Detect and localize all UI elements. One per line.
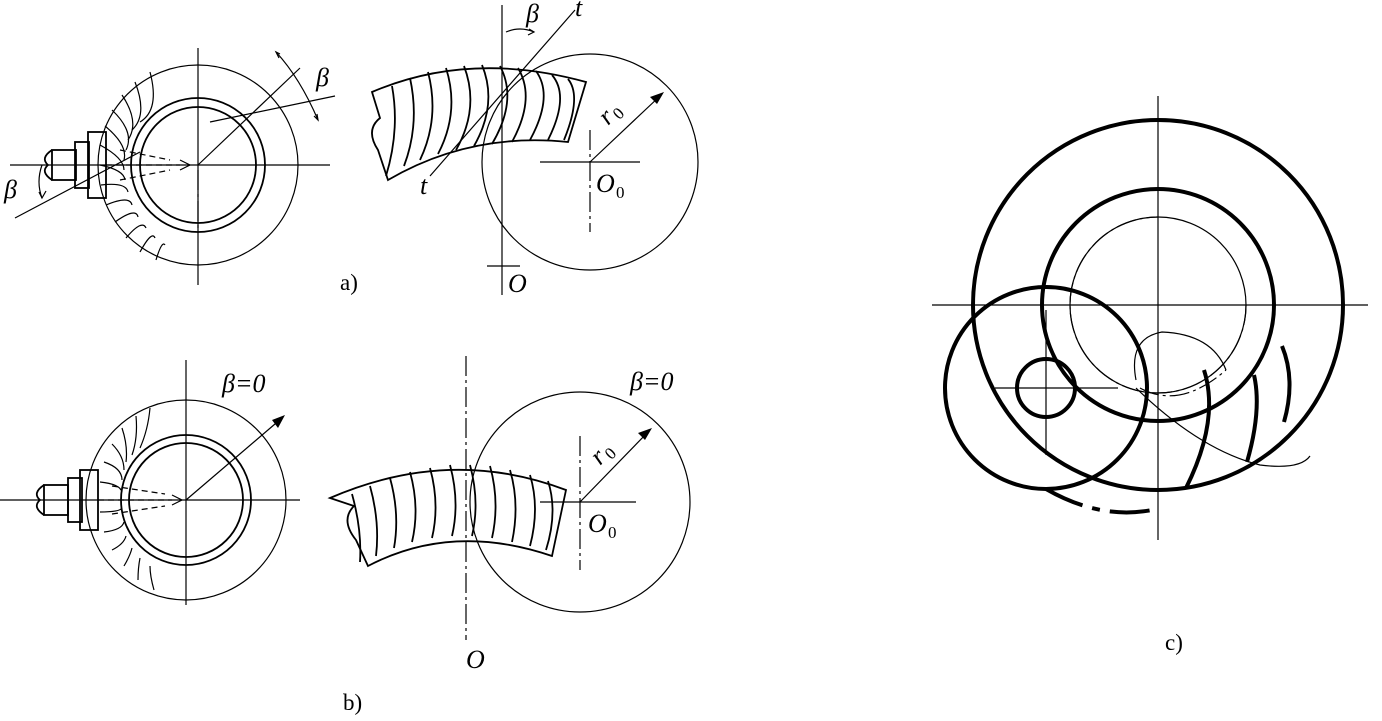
- radius-label-a: r 0: [592, 102, 628, 130]
- caption-c: c): [1165, 630, 1183, 655]
- center-O0-sub-a: 0: [616, 183, 625, 202]
- center-O-label-a: O: [508, 269, 527, 298]
- beta-label-a-right: β: [315, 63, 329, 92]
- panel-b-cutter-view: β=0 r 0 O 0 O: [327, 356, 691, 674]
- tooth-lines-a: [385, 64, 576, 177]
- panel-c-overlay: [932, 96, 1368, 540]
- beta-label-a-top: β: [525, 0, 539, 28]
- beta-label-a-left: β: [3, 175, 17, 204]
- panel-a-gear-view: β β: [3, 48, 336, 285]
- center-O0-sub-b: 0: [608, 523, 617, 542]
- caption-a: a): [340, 270, 358, 295]
- panel-b-gear-view: β=0: [0, 360, 300, 605]
- beta-zero-label-b-right: β=0: [629, 367, 674, 396]
- caption-b: b): [343, 690, 362, 715]
- cutter-shaft-a: [43, 131, 192, 199]
- gear-teeth-b: [99, 407, 155, 591]
- center-O0-label-a: O: [596, 169, 615, 198]
- beta-zero-label-b-left: β=0: [221, 369, 266, 398]
- panel-a-cutter-view: β t t r 0 O 0 O: [370, 0, 699, 298]
- center-O-label-b: O: [466, 645, 485, 674]
- center-O0-label-b: O: [588, 509, 607, 538]
- gear-teeth-a: [99, 71, 166, 261]
- cutter-shaft-b: [35, 469, 184, 531]
- tangent-mark-bottom: t: [420, 171, 428, 200]
- tooth-lines-b: [351, 464, 554, 563]
- tangent-mark-top: t: [575, 0, 583, 22]
